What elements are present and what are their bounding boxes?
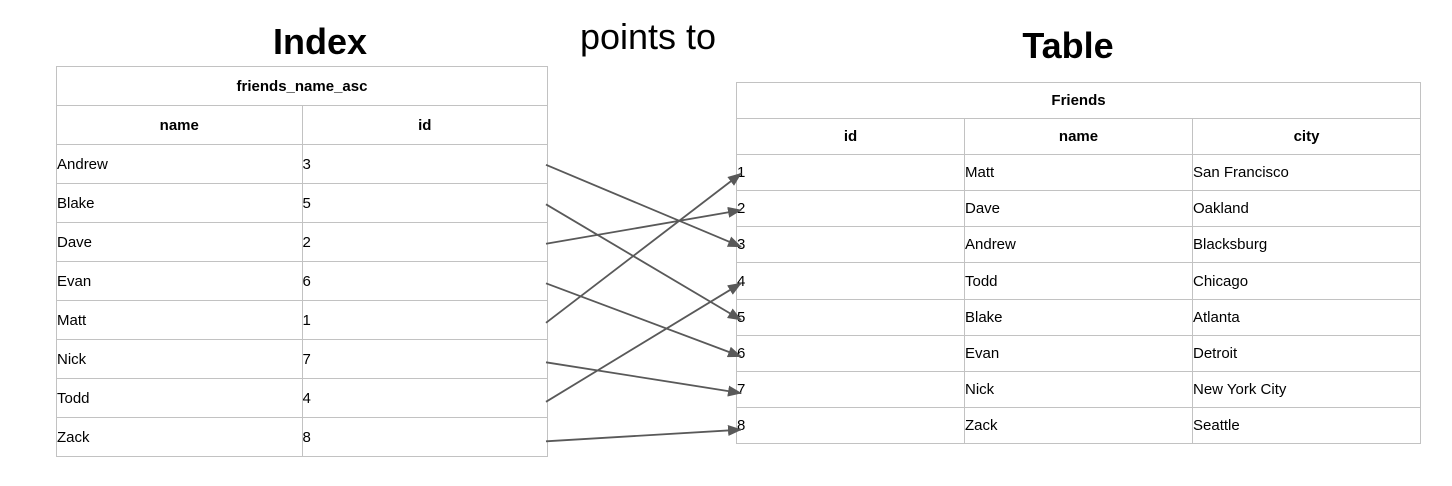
index-name-cell: Blake	[56, 183, 303, 223]
index-name-cell: Dave	[56, 222, 303, 262]
friends-col-header-id: id	[736, 118, 965, 156]
friends-col-header-city: city	[1192, 118, 1421, 156]
arrow-zack-to-id-8	[545, 424, 742, 443]
arrow-nick-to-id-7	[545, 361, 742, 397]
index-table-title-row: friends_name_asc	[56, 66, 548, 106]
index-table: friends_name_asc name id Andrew 3 Blake …	[56, 66, 548, 457]
index-name-cell: Zack	[56, 417, 303, 457]
index-name-cell: Todd	[56, 378, 303, 418]
friends-row: 8 Zack Seattle	[736, 406, 1421, 444]
index-row: Blake 5	[56, 183, 548, 223]
index-id-cell: 3	[301, 144, 548, 184]
friends-city-cell: Blacksburg	[1192, 226, 1421, 264]
friends-table-title: Friends	[736, 81, 1421, 120]
index-row: Matt 1	[56, 300, 548, 340]
friends-city-cell: New York City	[1192, 370, 1421, 408]
friends-row: 5 Blake Atlanta	[736, 298, 1421, 336]
index-row: Nick 7	[56, 339, 548, 379]
index-row: Andrew 3	[56, 144, 548, 184]
friends-row: 7 Nick New York City	[736, 370, 1421, 408]
friends-id-cell: 1	[736, 154, 965, 192]
points-to-label: points to	[579, 16, 717, 57]
friends-id-cell: 6	[736, 334, 965, 372]
index-id-cell: 8	[301, 417, 548, 457]
index-name-cell: Andrew	[56, 144, 303, 184]
friends-id-cell: 3	[736, 226, 965, 264]
friends-id-cell: 7	[736, 370, 965, 408]
friends-id-cell: 5	[736, 298, 965, 336]
index-id-cell: 6	[301, 261, 548, 301]
index-table-title: friends_name_asc	[56, 66, 548, 106]
friends-name-cell: Dave	[964, 190, 1193, 228]
friends-city-cell: Detroit	[1192, 334, 1421, 372]
friends-name-cell: Matt	[964, 154, 1193, 192]
index-id-cell: 2	[301, 222, 548, 262]
index-title: Index	[272, 21, 368, 62]
index-name-cell: Evan	[56, 261, 303, 301]
friends-name-cell: Blake	[964, 298, 1193, 336]
friends-name-cell: Andrew	[964, 226, 1193, 264]
index-id-cell: 7	[301, 339, 548, 379]
index-table-header-row: name id	[56, 105, 548, 145]
friends-city-cell: Seattle	[1192, 406, 1421, 444]
index-name-cell: Matt	[56, 300, 303, 340]
friends-name-cell: Nick	[964, 370, 1193, 408]
index-row: Evan 6	[56, 261, 548, 301]
friends-row: 6 Evan Detroit	[736, 334, 1421, 372]
friends-city-cell: San Francisco	[1192, 154, 1421, 192]
index-name-cell: Nick	[56, 339, 303, 379]
friends-id-cell: 4	[736, 262, 965, 300]
index-row: Dave 2	[56, 222, 548, 262]
table-title: Table	[1022, 25, 1114, 66]
friends-table-header-row: id name city	[736, 118, 1421, 156]
friends-city-cell: Atlanta	[1192, 298, 1421, 336]
index-id-cell: 5	[301, 183, 548, 223]
friends-id-cell: 8	[736, 406, 965, 444]
friends-row: 2 Dave Oakland	[736, 190, 1421, 228]
friends-row: 4 Todd Chicago	[736, 262, 1421, 300]
index-row: Todd 4	[56, 378, 548, 418]
friends-row: 1 Matt San Francisco	[736, 154, 1421, 192]
friends-row: 3 Andrew Blacksburg	[736, 226, 1421, 264]
friends-name-cell: Zack	[964, 406, 1193, 444]
friends-city-cell: Chicago	[1192, 262, 1421, 300]
friends-table: Friends id name city 1 Matt San Francisc…	[736, 81, 1421, 444]
friends-name-cell: Evan	[964, 334, 1193, 372]
friends-name-cell: Todd	[964, 262, 1193, 300]
friends-id-cell: 2	[736, 190, 965, 228]
arrow-todd-to-id-4	[545, 282, 742, 403]
arrow-matt-to-id-1	[545, 172, 742, 324]
arrow-evan-to-id-6	[545, 282, 742, 358]
friends-city-cell: Oakland	[1192, 190, 1421, 228]
arrow-blake-to-id-5	[545, 203, 742, 321]
index-col-header-id: id	[301, 105, 548, 145]
index-col-header-name: name	[56, 105, 303, 145]
friends-table-title-row: Friends	[736, 81, 1421, 120]
arrow-dave-to-id-2	[545, 206, 742, 245]
index-id-cell: 4	[301, 378, 548, 418]
arrow-andrew-to-id-3	[545, 163, 742, 248]
index-row: Zack 8	[56, 417, 548, 457]
friends-col-header-name: name	[964, 118, 1193, 156]
index-id-cell: 1	[301, 300, 548, 340]
